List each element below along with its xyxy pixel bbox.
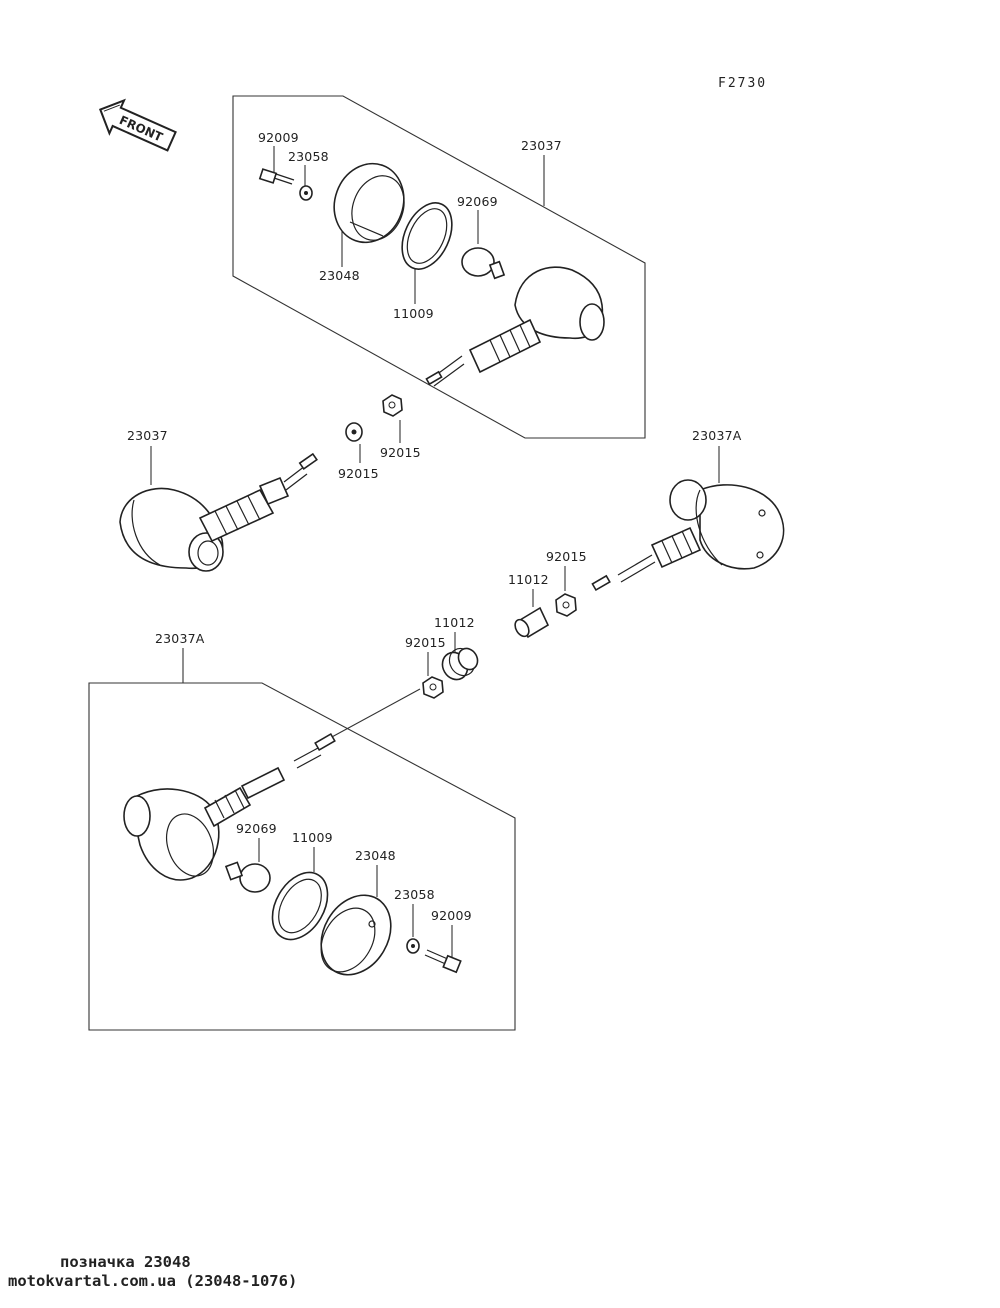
lens-23048-bottom [320, 894, 392, 976]
label-23058-bottom: 23058 [394, 887, 435, 902]
label-11009-bottom: 11009 [292, 830, 333, 845]
label-23048-top: 23048 [319, 268, 360, 283]
gasket-11009-bottom [271, 871, 329, 941]
label-92069-top: 92069 [457, 194, 498, 209]
label-11012-right: 11012 [508, 572, 549, 587]
bushing-11012-right [514, 606, 550, 639]
label-92015-lower: 92015 [405, 635, 446, 650]
label-11009-top: 11009 [393, 306, 434, 321]
grommet-11012-lower [441, 647, 479, 681]
label-23058-top: 23058 [288, 149, 329, 164]
screw-92009-top [258, 168, 295, 185]
label-92015-mid-b: 92015 [338, 466, 379, 481]
top-assembly-frame [232, 95, 646, 439]
bottom-assembly-frame [88, 682, 516, 1031]
bulb-92069-bottom [224, 861, 271, 893]
label-23037-top: 23037 [521, 138, 562, 153]
label-92015-right: 92015 [546, 549, 587, 564]
label-92009-top: 92009 [258, 130, 299, 145]
nut-92015-mid-a [382, 394, 403, 417]
turn-signal-23037A-bottom [123, 732, 336, 881]
footer-part-mark: позначка 23048 [60, 1253, 191, 1271]
alignment-line [329, 688, 421, 739]
nut-92015-lower [422, 676, 444, 699]
lens-23048-top [333, 162, 405, 244]
label-92069-bottom: 92069 [236, 821, 277, 836]
screw-92009-bottom [424, 949, 462, 974]
label-23037A-bottom: 23037A [155, 631, 205, 646]
turn-signal-23037-top [425, 266, 605, 387]
nut-92015-right [555, 593, 577, 617]
nut-92015-mid-b [345, 422, 363, 442]
label-23037A-right: 23037A [692, 428, 742, 443]
gasket-11009-top [401, 202, 453, 270]
turn-signal-23037A-right [591, 479, 785, 592]
label-92015-mid-a: 92015 [380, 445, 421, 460]
label-92009-bottom: 92009 [431, 908, 472, 923]
label-23037-left: 23037 [127, 428, 168, 443]
footer-source: motokvartal.com.ua (23048-1076) [8, 1272, 298, 1290]
label-23048-bottom: 23048 [355, 848, 396, 863]
front-arrow-icon: FRONT [98, 98, 177, 152]
turn-signal-23037-left [119, 452, 318, 572]
figure-id: F2730 [718, 76, 767, 91]
label-11012-lower: 11012 [434, 615, 475, 630]
bulb-92069-top [461, 247, 506, 280]
